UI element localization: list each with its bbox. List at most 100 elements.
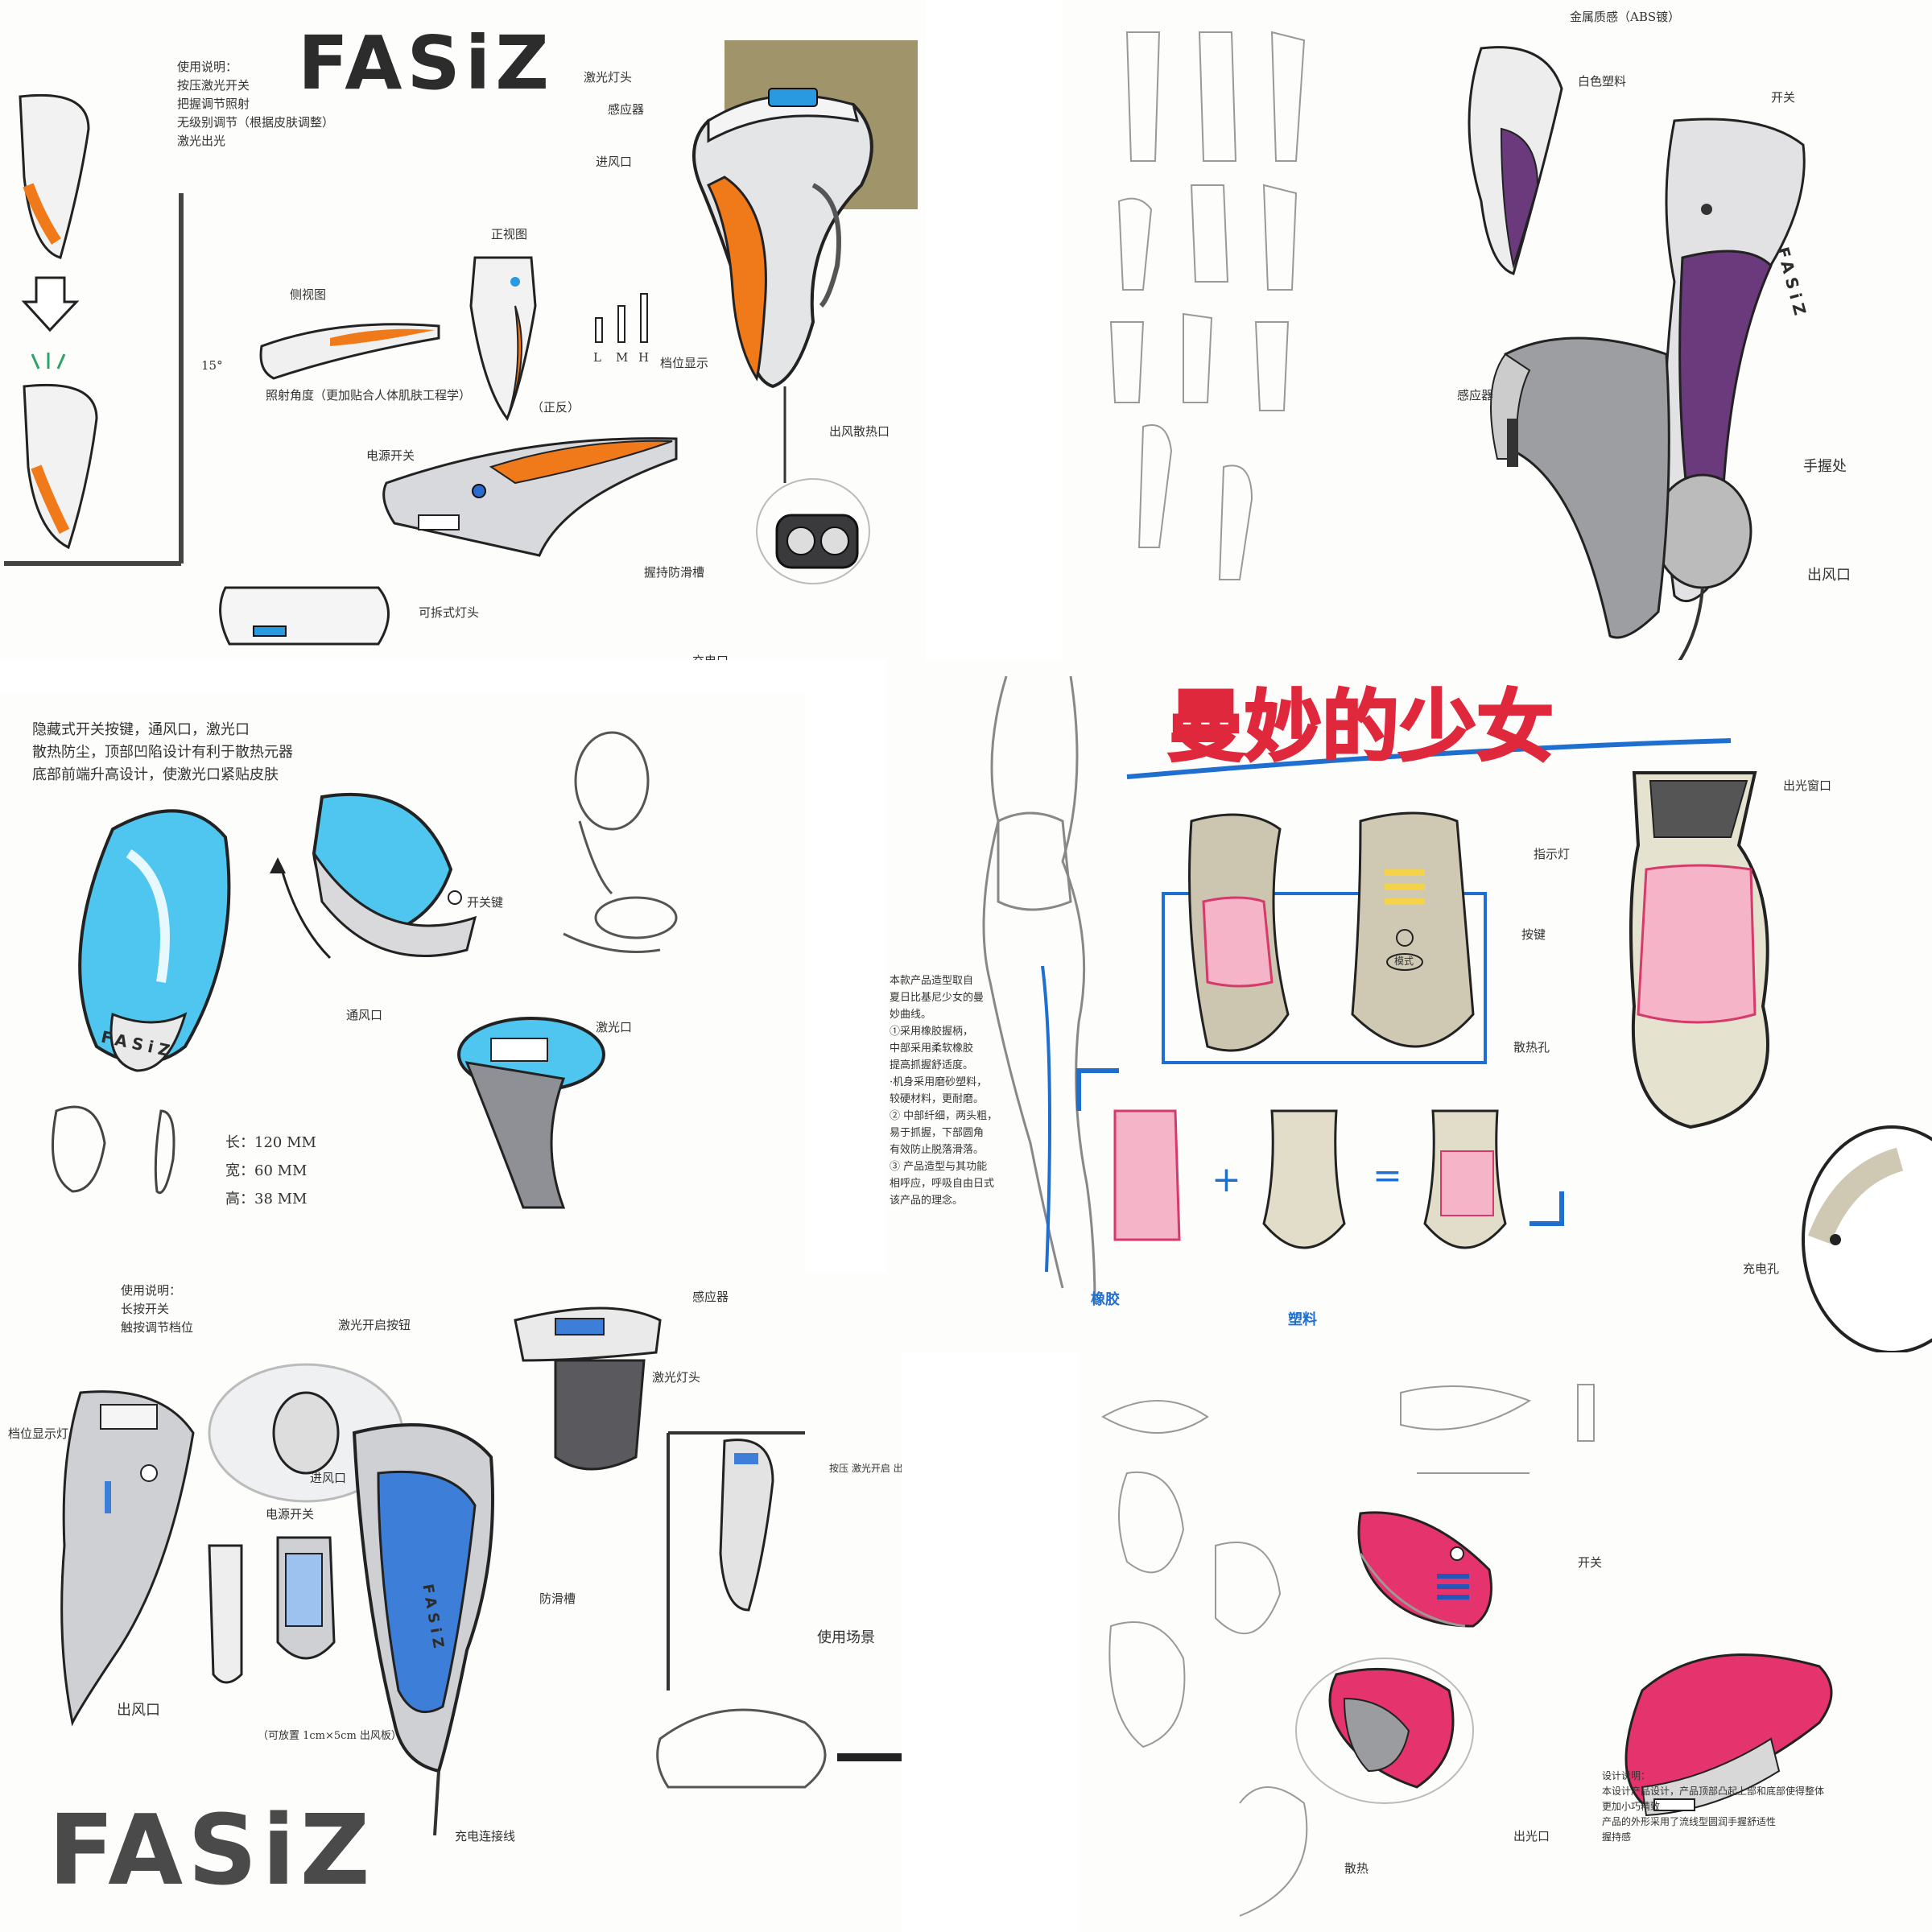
brand-wordmark: FASiZ xyxy=(298,20,554,106)
label-mode: 模式 xyxy=(1394,956,1414,967)
label-base: （可放置 1cm×5cm 出风板） xyxy=(258,1730,402,1742)
label-irradiation-angle: 照射角度（更加贴合人体肌肤工程学） xyxy=(266,388,472,402)
blue-note-3: 底部前端升高设计，使激光口紧贴皮肤 xyxy=(32,766,279,783)
design-line-4: 握持感 xyxy=(1602,1831,1632,1843)
sketch-panel-pink: 曼妙的少女 出光窗口 指示灯 按键 模式 散热孔 + = 橡胶 塑料 充电孔 本… xyxy=(886,660,1932,1352)
blue-note-2: 散热防尘，顶部凹陷设计有利于散热元器 xyxy=(32,744,293,761)
usage-line-2: 把握调节照射 xyxy=(177,97,250,111)
pink-note-line: 较硬材料，更耐磨。 xyxy=(890,1093,985,1105)
label-air-inlet: 进风口 xyxy=(596,155,633,169)
label-plus: + xyxy=(1212,1159,1241,1200)
label-grip: 手握处 xyxy=(1803,458,1847,475)
blue-sketch-drawings xyxy=(52,731,678,1209)
label-plastic: 塑料 xyxy=(1288,1311,1317,1328)
sketch-panel-grey-blue: 使用说明： 长按开关 触按调节档位 FASiZ 激光开启按钮 感应器 激光灯头 … xyxy=(0,1272,902,1932)
usage-line-1: 按压激光开关 xyxy=(177,78,250,93)
label-cable: 充电连接线 xyxy=(455,1829,516,1843)
usage-line-4: 激光出光 xyxy=(177,134,226,148)
label-height: 高：38 MM xyxy=(225,1191,308,1208)
label-air-in: 进风口 xyxy=(310,1471,347,1485)
blue-note-1: 隐藏式开关按键，通风口，激光口 xyxy=(32,721,250,738)
brand-wordmark: FASiZ xyxy=(48,1795,375,1907)
pink-note-line: 相呼应，呼吸自由日式 xyxy=(890,1178,995,1190)
usage-line-3: 无级别调节（根据皮肤调整） xyxy=(177,115,335,130)
label-power-switch: 电源开关 xyxy=(366,448,415,463)
label-grip: 防滑槽 xyxy=(539,1591,576,1606)
usage-line-2: 触按调节档位 xyxy=(121,1320,194,1335)
label-switch: 开关 xyxy=(1771,90,1796,105)
pink-notes: 本款产品造型取自 夏日比基尼少女的曼 妙曲线。 ①采用橡胶握柄， 中部采用柔软橡… xyxy=(890,970,997,1208)
label-white-plastic: 白色塑料 xyxy=(1578,74,1627,89)
pink-note-line: ③ 产品造型与其功能 xyxy=(890,1161,988,1173)
pink-sketch-drawings xyxy=(982,675,1932,1352)
label-heat: 散热 xyxy=(1344,1861,1369,1876)
grey-blue-sketch-drawings xyxy=(60,1307,902,1836)
usage-title: 使用说明： xyxy=(121,1283,182,1298)
design-line-1: 本设计产品设计，产品顶部凸起上部和底部使得整体 xyxy=(1602,1785,1825,1797)
pink-note-line: ①采用橡胶握柄， xyxy=(890,1026,974,1038)
label-aside-note: 按压 激光开启 出光 xyxy=(829,1463,902,1474)
label-grip-groove: 握持防滑槽 xyxy=(644,565,705,580)
label-sensor: 感应器 xyxy=(608,102,645,117)
sketch-panel-purple: FASiZ 金属质感（ABS镀） 白色塑料 开关 感应器 手握处 出风口 xyxy=(1063,0,1932,668)
design-notes: 设计说明： 本设计产品设计，产品顶部凸起上部和底部使得整体 更加小巧精致 产品的… xyxy=(1602,1767,1824,1845)
pink-note-line: 中部采用柔软橡胶 xyxy=(890,1042,974,1055)
label-level-m: M xyxy=(616,350,629,365)
label-usage-scene: 使用场景 xyxy=(817,1629,875,1646)
label-switch: 开关 xyxy=(1578,1555,1603,1570)
purple-sketch-drawings xyxy=(1109,31,1806,668)
pink-note-line: ·机身采用磨砂塑料， xyxy=(890,1076,988,1088)
label-sensor: 感应器 xyxy=(1457,388,1494,402)
label-vents: 散热孔 xyxy=(1513,1040,1550,1055)
label-power-key: 开关键 xyxy=(467,895,504,910)
label-length: 长：120 MM xyxy=(225,1134,316,1151)
label-laser-button: 激光开启按钮 xyxy=(338,1318,411,1332)
pink-note-line: 该产品的理念。 xyxy=(890,1195,964,1207)
label-indicator: 档位显示灯 xyxy=(8,1426,69,1441)
label-key: 按键 xyxy=(1521,927,1546,942)
pink-title: 曼妙的少女 xyxy=(1166,681,1555,774)
label-metal-top: 金属质感（ABS镀） xyxy=(1570,10,1681,24)
usage-notes: 使用说明： 长按开关 触按调节档位 xyxy=(121,1280,193,1337)
label-angle: 15° xyxy=(201,358,223,373)
label-outlet: 出风口 xyxy=(117,1702,160,1719)
label-side-view: 侧视图 xyxy=(290,287,327,302)
sketch-panel-orange: FASiZ 使用说明： 按压激光开关 把握调节照射 无级别调节（根据皮肤调整） … xyxy=(0,0,926,660)
label-light-port: 出光窗口 xyxy=(1783,778,1832,793)
label-rubber: 橡胶 xyxy=(1091,1291,1120,1308)
usage-line-1: 长按开关 xyxy=(121,1302,170,1316)
label-outlet: 出风口 xyxy=(1807,567,1851,584)
label-sensor: 感应器 xyxy=(692,1290,729,1304)
sketch-panel-magenta: 出光口 开关 散热 设计说明： 本设计产品设计，产品顶部凸起上部和底部使得整体 … xyxy=(1079,1352,1932,1932)
orange-sketch-drawings xyxy=(4,40,918,646)
label-detachable: 可拆式灯头 xyxy=(419,605,480,620)
label-front-view: 正视图 xyxy=(491,227,528,242)
pink-note-line: ② 中部纤细，两头粗， xyxy=(890,1110,998,1122)
pink-note-line: 易于抓握，下部圆角 xyxy=(890,1127,985,1139)
label-levels: 档位显示 xyxy=(660,356,709,370)
label-laser-port: 激光口 xyxy=(596,1020,633,1034)
label-light: 出光口 xyxy=(1513,1829,1550,1843)
label-charge: 充电口 xyxy=(692,652,729,660)
pink-note-line: 妙曲线。 xyxy=(890,1009,932,1021)
blue-notes: 隐藏式开关按键，通风口，激光口 散热防尘，顶部凹陷设计有利于散热元器 底部前端升… xyxy=(32,716,293,786)
label-equals: = xyxy=(1373,1155,1402,1196)
sketch-panel-blue: 隐藏式开关按键，通风口，激光口 散热防尘，顶部凹陷设计有利于散热元器 底部前端升… xyxy=(0,692,805,1272)
design-title: 设计说明： xyxy=(1602,1770,1651,1781)
label-power: 电源开关 xyxy=(266,1507,315,1521)
label-heat-vent: 出风散热口 xyxy=(829,424,890,439)
label-level-l: L xyxy=(593,350,601,365)
pink-note-line: 有效防止脱落滑落。 xyxy=(890,1144,985,1156)
pink-note-line: 本款产品造型取自 xyxy=(890,975,974,987)
pink-note-line: 提高抓握舒适度。 xyxy=(890,1059,974,1071)
design-line-3: 产品的外形采用了流线型圆润手握舒适性 xyxy=(1602,1816,1777,1827)
label-laser-head: 激光灯头 xyxy=(652,1370,701,1385)
label-charge: 充电孔 xyxy=(1743,1261,1780,1276)
design-line-2: 更加小巧精致 xyxy=(1602,1801,1661,1812)
magenta-sketch-drawings xyxy=(1100,1384,1833,1917)
label-indicator: 指示灯 xyxy=(1534,847,1571,861)
label-laser-head: 激光灯头 xyxy=(584,70,633,85)
label-back: （正反） xyxy=(531,400,580,415)
label-width: 宽：60 MM xyxy=(225,1162,308,1179)
usage-title: 使用说明： xyxy=(177,60,238,74)
